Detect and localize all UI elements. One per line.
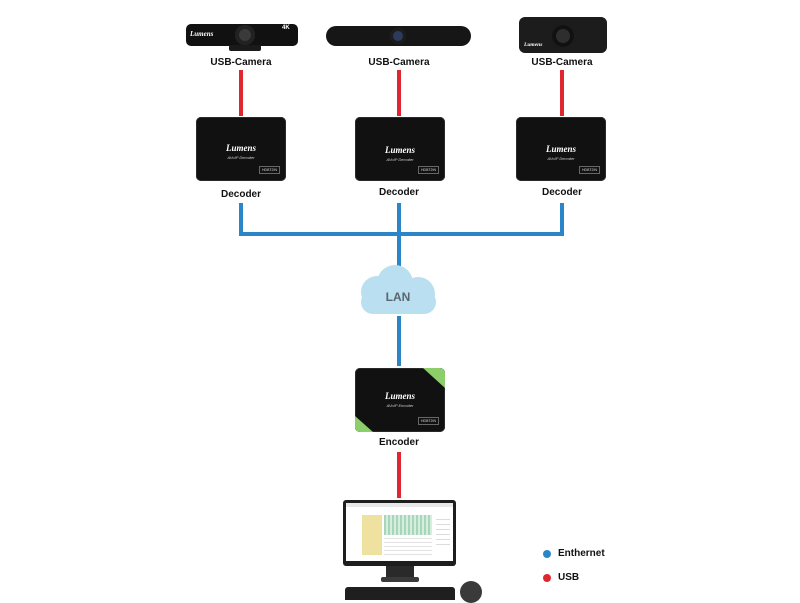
encoder-model: AVoIP Encoder [386,403,414,408]
legend-usb-dot [543,574,551,582]
keyboard [345,587,455,600]
screen-grid-panel [362,515,382,555]
mouse [460,581,482,603]
usb-camera-2 [326,24,471,50]
camera-mount [229,45,261,51]
monitor-stand [386,566,414,578]
camera-label-3: USB-Camera [531,57,593,68]
decoder-brand: Lumens [225,143,256,153]
usb-camera-3: Lumens [519,17,607,53]
screen-side-panel [436,515,450,545]
decoder-label-2: Decoder [378,187,419,198]
decoder-badge: HDBT2IN [259,166,280,174]
decoder-model: AVoIP Decoder [547,156,575,161]
camera-badge: 4K [282,25,290,31]
legend-ethernet-dot [543,550,551,558]
screen-toolbar [346,503,453,507]
decoder-3: Lumens AVoIP Decoder HDBT2IN [516,117,606,181]
screen-table-panel [384,515,432,535]
legend-usb-label: USB [558,572,580,583]
decoder-badge: HDBT2IN [579,166,600,174]
camera-lens-icon [390,28,406,44]
encoder-accent [355,368,445,432]
screen-table-panel-lower [384,537,432,555]
decoder-brand: Lumens [545,144,576,154]
camera-brand: Lumens [190,30,214,38]
camera-lens-icon [235,25,255,45]
camera-brand: Lumens [524,42,543,48]
encoder-brand: Lumens [384,391,415,401]
camera-label-1: USB-Camera [210,57,272,68]
decoder-label-1: Decoder [220,189,261,200]
encoder-label: Encoder [378,437,419,448]
decoder-label-3: Decoder [541,187,582,198]
monitor-screen [346,503,453,561]
ethernet-link-decoder-1 [239,203,399,236]
encoder: Lumens AVoIP Encoder HDBT2IN [355,368,445,432]
decoder-brand: Lumens [384,145,415,155]
decoder-1: Lumens AVoIP Decoder HDBT2IN [196,117,286,181]
pc-monitor [343,500,456,566]
lan-cloud [361,265,436,314]
usb-camera-1: Lumens 4K [186,20,298,51]
camera-lens-icon [552,25,574,47]
decoder-model: AVoIP Decoder [227,155,255,160]
lan-label: LAN [385,290,411,304]
encoder-badge: HDBT2IN [418,417,439,425]
monitor-base [381,577,419,582]
camera-label-2: USB-Camera [368,57,430,68]
legend-ethernet-label: Enthernet [558,548,605,559]
decoder-badge: HDBT2IN [418,166,439,174]
decoder-2: Lumens AVoIP Decoder HDBT2IN [355,117,445,181]
decoder-model: AVoIP Decoder [386,157,414,162]
ethernet-link-decoder-3 [399,203,564,236]
